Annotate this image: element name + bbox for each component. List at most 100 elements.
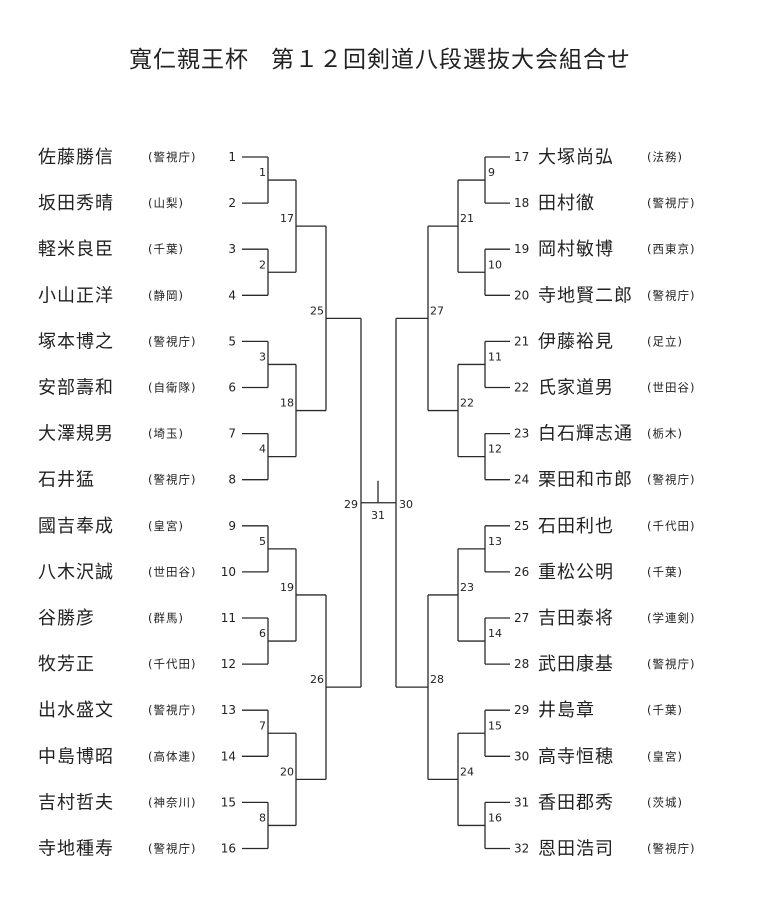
- match-number: 24: [460, 765, 474, 778]
- match-number: 14: [488, 627, 502, 640]
- player-team: (皇宮): [148, 519, 184, 533]
- player-seed: 13: [221, 703, 236, 717]
- player-name: 軽米良臣: [38, 239, 114, 260]
- match-number: 5: [259, 535, 266, 548]
- player-team: (自衛隊): [148, 381, 196, 395]
- match-number: 26: [310, 673, 324, 686]
- player-seed: 24: [514, 473, 529, 487]
- player-seed: 25: [514, 519, 529, 533]
- match-number: 16: [488, 811, 502, 824]
- player-team: (世田谷): [647, 381, 695, 395]
- player-seed: 8: [228, 473, 236, 487]
- player-seed: 28: [514, 657, 529, 671]
- player-name: 佐藤勝信: [38, 147, 114, 168]
- player-name: 小山正洋: [38, 285, 114, 306]
- player-seed: 18: [514, 196, 529, 210]
- player-name: 塚本博之: [38, 331, 114, 352]
- player-team: (警視庁): [148, 334, 196, 348]
- match-number: 1: [259, 166, 266, 179]
- match-number: 31: [371, 509, 385, 522]
- player-team: (警視庁): [148, 842, 196, 856]
- player-team: (学連剣): [647, 611, 695, 625]
- player-team: (千代田): [148, 657, 196, 671]
- player-seed: 9: [228, 519, 236, 533]
- player-name: 寺地種寿: [38, 839, 114, 860]
- player-team: (栃木): [647, 427, 683, 441]
- player-name: 吉村哲夫: [38, 792, 114, 813]
- player-team: (警視庁): [647, 657, 695, 671]
- player-team: (埼玉): [148, 427, 184, 441]
- player-name: 伊藤裕見: [538, 331, 614, 352]
- player-team: (警視庁): [148, 473, 196, 487]
- match-number: 27: [430, 304, 444, 317]
- player-team: (皇宮): [647, 749, 683, 763]
- player-seed: 5: [228, 334, 236, 348]
- player-name: 恩田浩司: [538, 839, 614, 860]
- player-team: (茨城): [647, 795, 683, 809]
- match-number: 21: [460, 212, 474, 225]
- player-team: (西東京): [647, 242, 695, 256]
- player-seed: 11: [221, 611, 236, 625]
- player-name: 石田利也: [538, 516, 614, 537]
- match-number: 22: [460, 397, 474, 410]
- player-team: (静岡): [148, 288, 184, 302]
- match-number: 28: [430, 673, 444, 686]
- player-team: (足立): [647, 334, 683, 348]
- player-seed: 14: [221, 749, 236, 763]
- player-team: (千葉): [647, 565, 683, 579]
- player-seed: 23: [514, 427, 529, 441]
- player-team: (警視庁): [148, 150, 196, 164]
- player-team: (警視庁): [647, 288, 695, 302]
- player-seed: 16: [221, 842, 236, 856]
- player-name: 吉田泰将: [538, 608, 614, 629]
- player-name: 香田郡秀: [538, 792, 614, 813]
- match-number: 18: [280, 397, 294, 410]
- match-number: 19: [280, 581, 294, 594]
- player-team: (警視庁): [647, 473, 695, 487]
- match-number: 29: [344, 498, 358, 511]
- player-name: 大塚尚弘: [538, 147, 614, 168]
- match-number: 13: [488, 535, 502, 548]
- player-name: 國吉奉成: [38, 516, 114, 537]
- player-team: (警視庁): [148, 703, 196, 717]
- match-number: 4: [259, 443, 266, 456]
- title-cup-name: 寬仁親王杯: [129, 47, 249, 73]
- player-team: (警視庁): [647, 196, 695, 210]
- player-seed: 7: [228, 427, 236, 441]
- player-team: (世田谷): [148, 565, 196, 579]
- player-seed: 12: [221, 657, 236, 671]
- player-team: (千葉): [647, 703, 683, 717]
- player-team: (群馬): [148, 611, 184, 625]
- match-number: 30: [399, 498, 413, 511]
- player-team: (千葉): [148, 242, 184, 256]
- player-seed: 32: [514, 842, 529, 856]
- match-number: 23: [460, 581, 474, 594]
- match-number: 20: [280, 765, 294, 778]
- player-name: 氏家道男: [538, 378, 614, 399]
- match-number: 9: [488, 166, 495, 179]
- match-number: 10: [488, 258, 502, 271]
- match-number: 6: [259, 627, 266, 640]
- player-seed: 20: [514, 288, 529, 302]
- player-seed: 6: [228, 381, 236, 395]
- player-name: 安部壽和: [38, 378, 114, 399]
- player-name: 八木沢誠: [38, 562, 114, 583]
- match-number: 2: [259, 258, 266, 271]
- player-team: (警視庁): [647, 842, 695, 856]
- player-name: 田村徹: [538, 193, 595, 214]
- match-number: 17: [280, 212, 294, 225]
- player-seed: 10: [221, 565, 236, 579]
- player-name: 重松公明: [538, 562, 614, 583]
- player-name: 岡村敏博: [538, 239, 614, 260]
- player-name: 白石輝志通: [538, 424, 633, 445]
- player-seed: 4: [228, 288, 236, 302]
- match-number: 8: [259, 811, 266, 824]
- player-seed: 21: [514, 334, 529, 348]
- player-name: 中島博昭: [38, 746, 114, 767]
- player-team: (高体連): [148, 749, 196, 763]
- title-event-name: 第１２回剣道八段選抜大会組合せ: [271, 47, 631, 73]
- player-name: 出水盛文: [38, 700, 114, 721]
- player-seed: 19: [514, 242, 529, 256]
- match-number: 11: [488, 350, 502, 363]
- tournament-title: 寬仁親王杯第１２回剣道八段選抜大会組合せ: [0, 40, 760, 74]
